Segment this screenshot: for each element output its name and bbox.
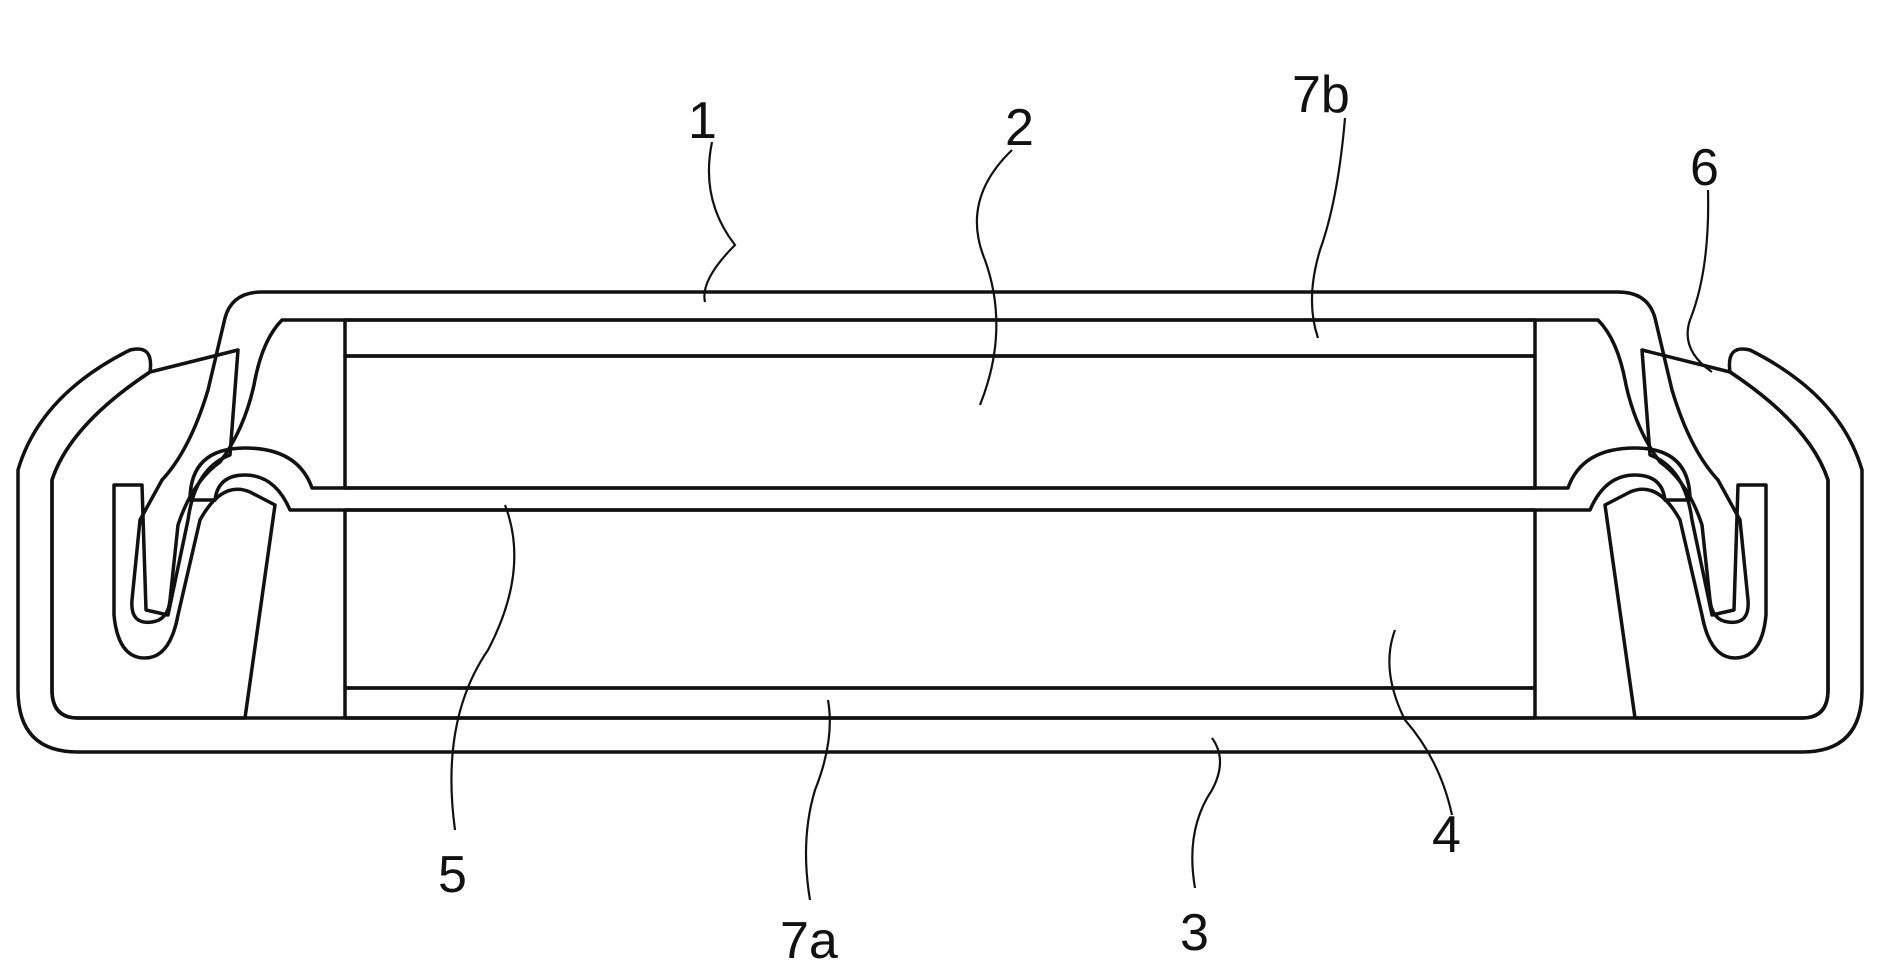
bottom-can-3	[18, 349, 1862, 752]
leader-5	[451, 505, 514, 830]
leader-4	[1389, 630, 1452, 815]
label-1: 1	[688, 92, 717, 150]
label-7b: 7b	[1292, 66, 1350, 124]
leader-6	[1688, 190, 1712, 372]
separator-5	[190, 448, 1690, 510]
electrode-4	[345, 510, 1535, 688]
gasket-6-left	[52, 350, 275, 718]
label-7a: 7a	[780, 912, 838, 963]
label-6: 6	[1690, 139, 1719, 197]
label-3: 3	[1180, 904, 1209, 962]
label-5: 5	[438, 846, 467, 904]
leader-1	[704, 142, 735, 302]
electrode-2	[345, 356, 1535, 488]
leader-2	[977, 150, 1012, 405]
label-2: 2	[1005, 99, 1034, 157]
collector-7b	[345, 320, 1535, 356]
gasket-6-right	[1605, 350, 1828, 718]
leader-7b	[1312, 118, 1345, 338]
collector-7a	[345, 688, 1535, 718]
leader-7a	[806, 700, 830, 900]
label-4: 4	[1432, 806, 1461, 864]
top-cap-1	[132, 292, 1748, 622]
leader-3	[1192, 738, 1220, 888]
